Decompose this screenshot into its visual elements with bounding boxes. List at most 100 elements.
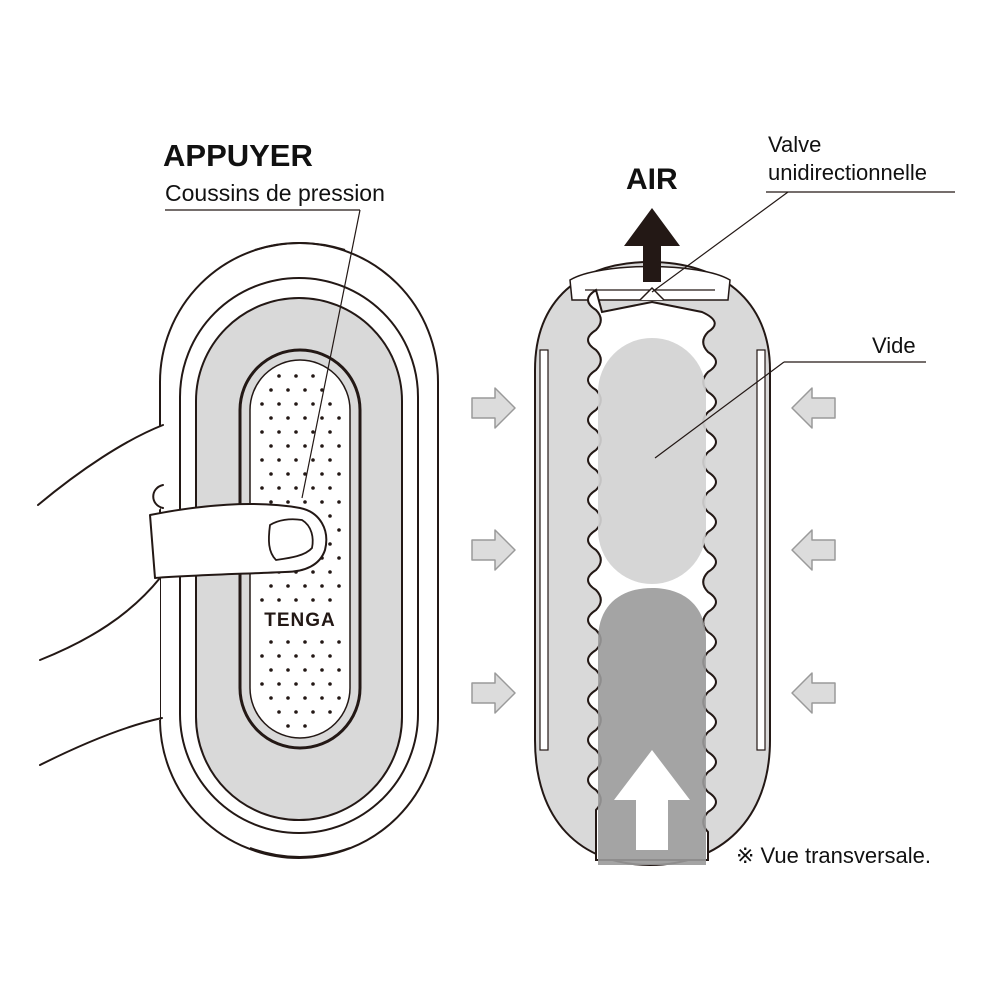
pad-dot xyxy=(337,584,341,588)
pad-dot xyxy=(277,486,281,490)
pad-dot xyxy=(320,584,324,588)
pad-dot xyxy=(320,668,324,672)
tenga-logo: TENGA xyxy=(264,610,336,631)
device-top-cap xyxy=(254,242,346,251)
pad-dot xyxy=(286,444,290,448)
pad-dot xyxy=(294,430,298,434)
pad-dot xyxy=(260,430,264,434)
pad-dot xyxy=(286,696,290,700)
pad-dot xyxy=(277,654,281,658)
valve-label-leader xyxy=(651,191,789,293)
pad-dot xyxy=(260,458,264,462)
pad-dot xyxy=(303,724,307,728)
pad-dot xyxy=(328,598,332,602)
pad-dot xyxy=(311,598,315,602)
valve-label-line1: Valve xyxy=(768,132,822,157)
pad-dot xyxy=(277,598,281,602)
pad-dot xyxy=(269,500,273,504)
pad-dot xyxy=(311,682,315,686)
left-arrow-middle xyxy=(471,529,516,571)
pad-dot xyxy=(328,710,332,714)
hand-lower-edge xyxy=(39,577,161,661)
pad-dot xyxy=(320,416,324,420)
pad-dot xyxy=(328,682,332,686)
hand-knuckle xyxy=(152,484,164,509)
pad-dot xyxy=(260,598,264,602)
pad-dot xyxy=(320,444,324,448)
pad-dot xyxy=(260,486,264,490)
pad-dot xyxy=(303,416,307,420)
pad-dot xyxy=(294,682,298,686)
pad-dot xyxy=(311,458,315,462)
pad-dot xyxy=(286,668,290,672)
pad-dot xyxy=(311,430,315,434)
pad-dot xyxy=(337,640,341,644)
pad-dot xyxy=(294,402,298,406)
air-label: AIR xyxy=(626,163,678,196)
vacuum-area xyxy=(598,338,706,584)
pad-dot xyxy=(286,724,290,728)
thumbnail xyxy=(268,518,314,561)
pad-dot xyxy=(337,556,341,560)
pad-dot xyxy=(294,598,298,602)
left-side-rail xyxy=(539,349,549,751)
pad-dot xyxy=(269,696,273,700)
device-bottom-cap xyxy=(249,847,351,858)
pad-dot xyxy=(337,500,341,504)
pad-dot xyxy=(320,640,324,644)
right-side-rail xyxy=(756,349,766,751)
pad-dot xyxy=(277,430,281,434)
pad-dot xyxy=(328,514,332,518)
pad-dot xyxy=(303,668,307,672)
pad-dot xyxy=(260,654,264,658)
pad-dot xyxy=(294,458,298,462)
pad-dot xyxy=(260,402,264,406)
pad-dot xyxy=(303,696,307,700)
pad-dot xyxy=(269,444,273,448)
hand-illustration xyxy=(37,424,328,766)
hand-upper-edge xyxy=(37,424,164,506)
left-arrow-bottom xyxy=(471,672,516,714)
pad-dot xyxy=(269,416,273,420)
pad-dot xyxy=(269,668,273,672)
pad-dot xyxy=(277,458,281,462)
pad-dot xyxy=(294,374,298,378)
pad-dot xyxy=(286,472,290,476)
vacuum-label-leader xyxy=(654,361,785,459)
pad-dot xyxy=(303,444,307,448)
valve-label-line2: unidirectionnelle xyxy=(768,160,927,185)
pad-dot xyxy=(337,668,341,672)
pad-dot xyxy=(269,584,273,588)
pad-dot xyxy=(320,388,324,392)
right-arrow-middle xyxy=(791,529,836,571)
one-way-valve xyxy=(639,286,665,301)
insertion-arrow xyxy=(614,750,690,850)
pad-dot xyxy=(328,570,332,574)
pad-dot xyxy=(320,500,324,504)
pressure-pads-label: Coussins de pression xyxy=(165,180,385,206)
pad-dot xyxy=(303,640,307,644)
vacuum-label: Vide xyxy=(872,333,916,358)
pad-dot xyxy=(286,416,290,420)
pad-dot xyxy=(303,500,307,504)
pad-dot xyxy=(277,374,281,378)
pad-dot xyxy=(311,710,315,714)
pad-dot xyxy=(337,444,341,448)
pad-dot xyxy=(311,654,315,658)
pad-dot xyxy=(337,528,341,532)
pad-dot xyxy=(328,486,332,490)
pad-dot xyxy=(260,682,264,686)
hand-fill-back xyxy=(38,425,163,575)
logo-background xyxy=(253,604,347,634)
pad-dot xyxy=(328,458,332,462)
pad-dot xyxy=(286,584,290,588)
pad-dot xyxy=(286,640,290,644)
pad-dot xyxy=(337,416,341,420)
air-arrow xyxy=(624,208,680,282)
pad-dot xyxy=(328,542,332,546)
pad-dot xyxy=(269,472,273,476)
pad-dot xyxy=(328,402,332,406)
pad-dot xyxy=(303,388,307,392)
